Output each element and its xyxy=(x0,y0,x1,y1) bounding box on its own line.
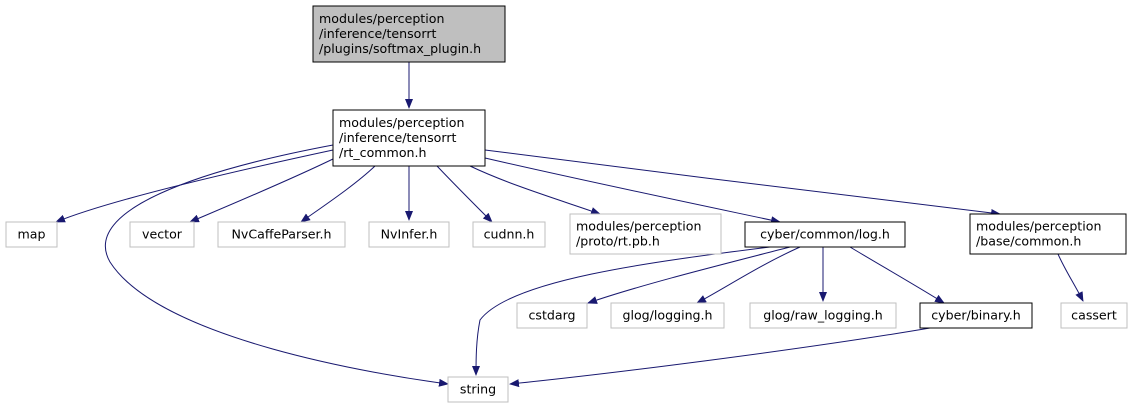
node-label-line: /base/common.h xyxy=(976,234,1081,249)
edge-log-to-binary xyxy=(849,246,945,304)
nodes-layer: modules/perception/inference/tensorrt/pl… xyxy=(5,5,1128,403)
node-rt_common[interactable]: modules/perception/inference/tensorrt/rt… xyxy=(332,109,486,167)
node-label-line: cyber/binary.h xyxy=(931,308,1021,323)
edge-rt_common-to-map xyxy=(55,149,334,223)
edge-rt_common-to-basecommon xyxy=(484,149,1001,217)
node-label-line: /inference/tensorrt xyxy=(339,130,457,145)
node-glograw: glog/raw_logging.h xyxy=(749,302,897,329)
node-label-line: modules/perception xyxy=(976,219,1101,234)
edge-rt_common-to-string xyxy=(104,144,449,387)
node-vector: vector xyxy=(129,221,195,248)
edge-log-to-string xyxy=(472,246,771,376)
node-label-line: cudnn.h xyxy=(484,227,535,242)
node-log[interactable]: cyber/common/log.h xyxy=(744,221,906,248)
node-nvcaffe: NvCaffeParser.h xyxy=(217,221,346,248)
node-box xyxy=(472,221,546,248)
node-box xyxy=(447,376,509,403)
node-box xyxy=(5,221,58,248)
node-label-line: map xyxy=(18,227,46,242)
node-label-line: string xyxy=(460,382,496,397)
node-label-line: glog/logging.h xyxy=(622,308,712,323)
node-box xyxy=(516,302,588,329)
node-cudnn: cudnn.h xyxy=(472,221,546,248)
node-box xyxy=(332,109,486,167)
node-label-line: NvCaffeParser.h xyxy=(231,227,331,242)
edge-rt_common-to-log xyxy=(484,157,781,225)
node-label-line: modules/perception xyxy=(319,11,444,26)
edge-rt_common-to-nvcaffe xyxy=(300,165,376,223)
node-basecommon[interactable]: modules/perception/base/common.h xyxy=(969,213,1127,255)
node-box xyxy=(744,221,906,248)
node-map: map xyxy=(5,221,58,248)
node-label-line: modules/perception xyxy=(339,115,464,130)
node-box xyxy=(368,221,450,248)
node-cstdarg: cstdarg xyxy=(516,302,588,329)
node-binary[interactable]: cyber/binary.h xyxy=(919,302,1033,329)
edge-rt_common-to-vector xyxy=(189,157,336,223)
node-label-line: /inference/tensorrt xyxy=(319,26,437,41)
edge-rt_common-to-rtpb xyxy=(469,165,601,215)
node-label-line: vector xyxy=(142,227,183,242)
node-label-line: cstdarg xyxy=(528,308,575,323)
node-label-line: modules/perception xyxy=(576,219,701,234)
edge-basecommon-to-cassert xyxy=(1057,253,1084,302)
node-label-line: glog/raw_logging.h xyxy=(763,308,883,323)
node-glog: glog/logging.h xyxy=(610,302,725,329)
node-cassert: cassert xyxy=(1060,302,1128,329)
node-label-line: /plugins/softmax_plugin.h xyxy=(319,41,481,56)
edge-log-to-cstdarg xyxy=(587,246,791,304)
node-box xyxy=(1060,302,1128,329)
edges-layer xyxy=(55,62,1084,388)
node-box xyxy=(969,213,1127,255)
node-label-line: /proto/rt.pb.h xyxy=(576,234,660,249)
node-label-line: NvInfer.h xyxy=(381,227,438,242)
node-nvinfer: NvInfer.h xyxy=(368,221,450,248)
node-box xyxy=(919,302,1033,329)
node-softmax[interactable]: modules/perception/inference/tensorrt/pl… xyxy=(312,5,506,63)
node-string: string xyxy=(447,376,509,403)
node-label-line: cassert xyxy=(1071,308,1117,323)
node-box xyxy=(749,302,897,329)
node-box xyxy=(569,213,722,255)
edge-rt_common-to-cudnn xyxy=(436,165,493,223)
node-label-line: cyber/common/log.h xyxy=(760,227,890,242)
node-box xyxy=(129,221,195,248)
edge-binary-to-string xyxy=(509,327,931,388)
node-rtpb: modules/perception/proto/rt.pb.h xyxy=(569,213,722,255)
edge-log-to-glog xyxy=(696,246,801,304)
node-box xyxy=(610,302,725,329)
node-box xyxy=(312,5,506,63)
node-box xyxy=(217,221,346,248)
node-label-line: /rt_common.h xyxy=(339,145,427,160)
